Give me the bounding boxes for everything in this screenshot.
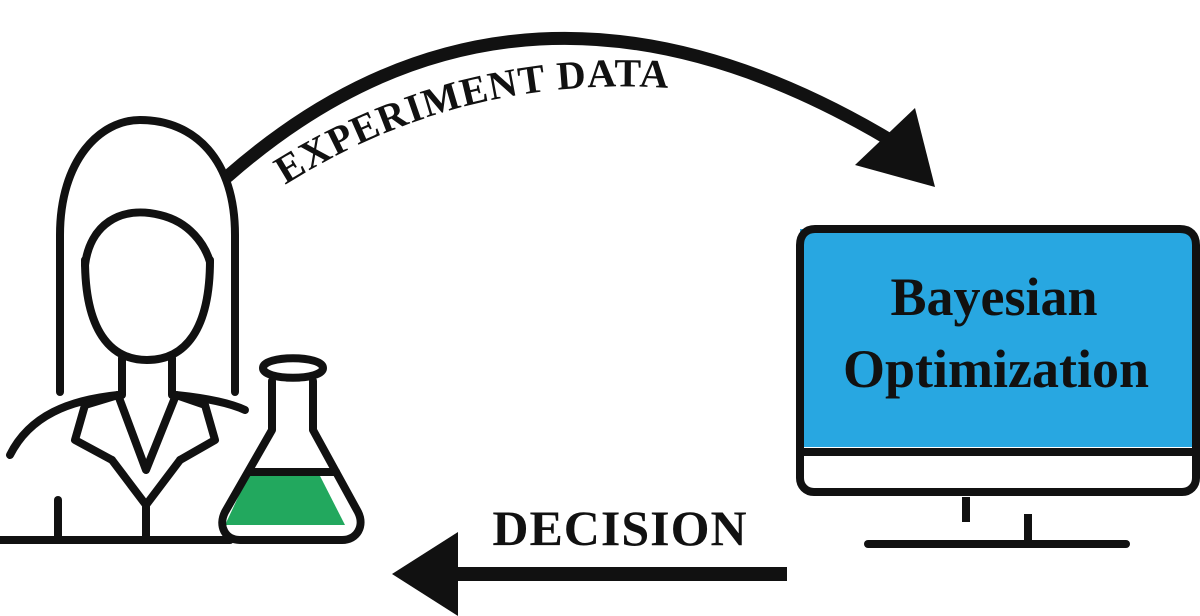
monitor-title-line2: Optimization — [843, 339, 1149, 399]
experiment-data-arrowhead — [855, 108, 935, 187]
decision-arrow-shaft — [445, 567, 787, 581]
monitor-frame — [796, 225, 1200, 496]
experiment-data-arrow-shaft — [221, 31, 897, 183]
experiment-data-label: EXPERIMENT DATA — [266, 50, 670, 192]
monitor-title-line1: Bayesian — [890, 267, 1097, 327]
decision-arrowhead — [392, 532, 458, 616]
flask-icon — [218, 354, 365, 544]
scientist-icon — [0, 116, 249, 544]
monitor-icon: Bayesian Optimization — [796, 225, 1200, 548]
experiment-data-arrow — [221, 31, 935, 187]
flask-liquid — [225, 472, 345, 525]
monitor-screen — [800, 229, 1192, 447]
decision-arrow — [392, 532, 787, 616]
decision-label: DECISION — [492, 500, 747, 556]
